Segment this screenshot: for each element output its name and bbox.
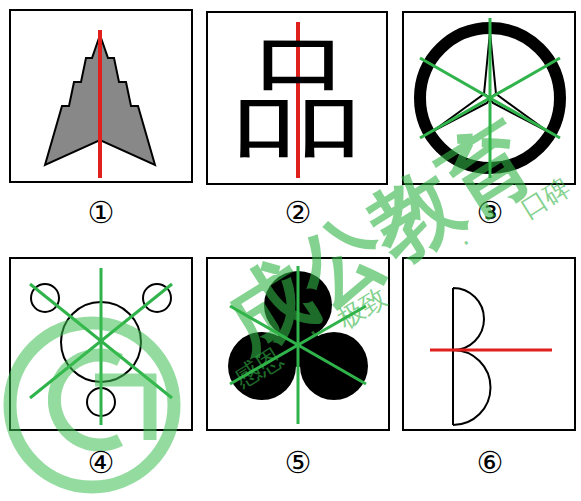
callout-number: ⑥ xyxy=(477,448,504,478)
callout-number: ④ xyxy=(88,448,115,478)
callout-number: ⑤ xyxy=(285,448,312,478)
watermark: · xyxy=(456,230,477,256)
callout-number: ① xyxy=(88,198,115,228)
figure-character: 品 xyxy=(234,34,362,162)
callout-number: ② xyxy=(285,198,312,228)
